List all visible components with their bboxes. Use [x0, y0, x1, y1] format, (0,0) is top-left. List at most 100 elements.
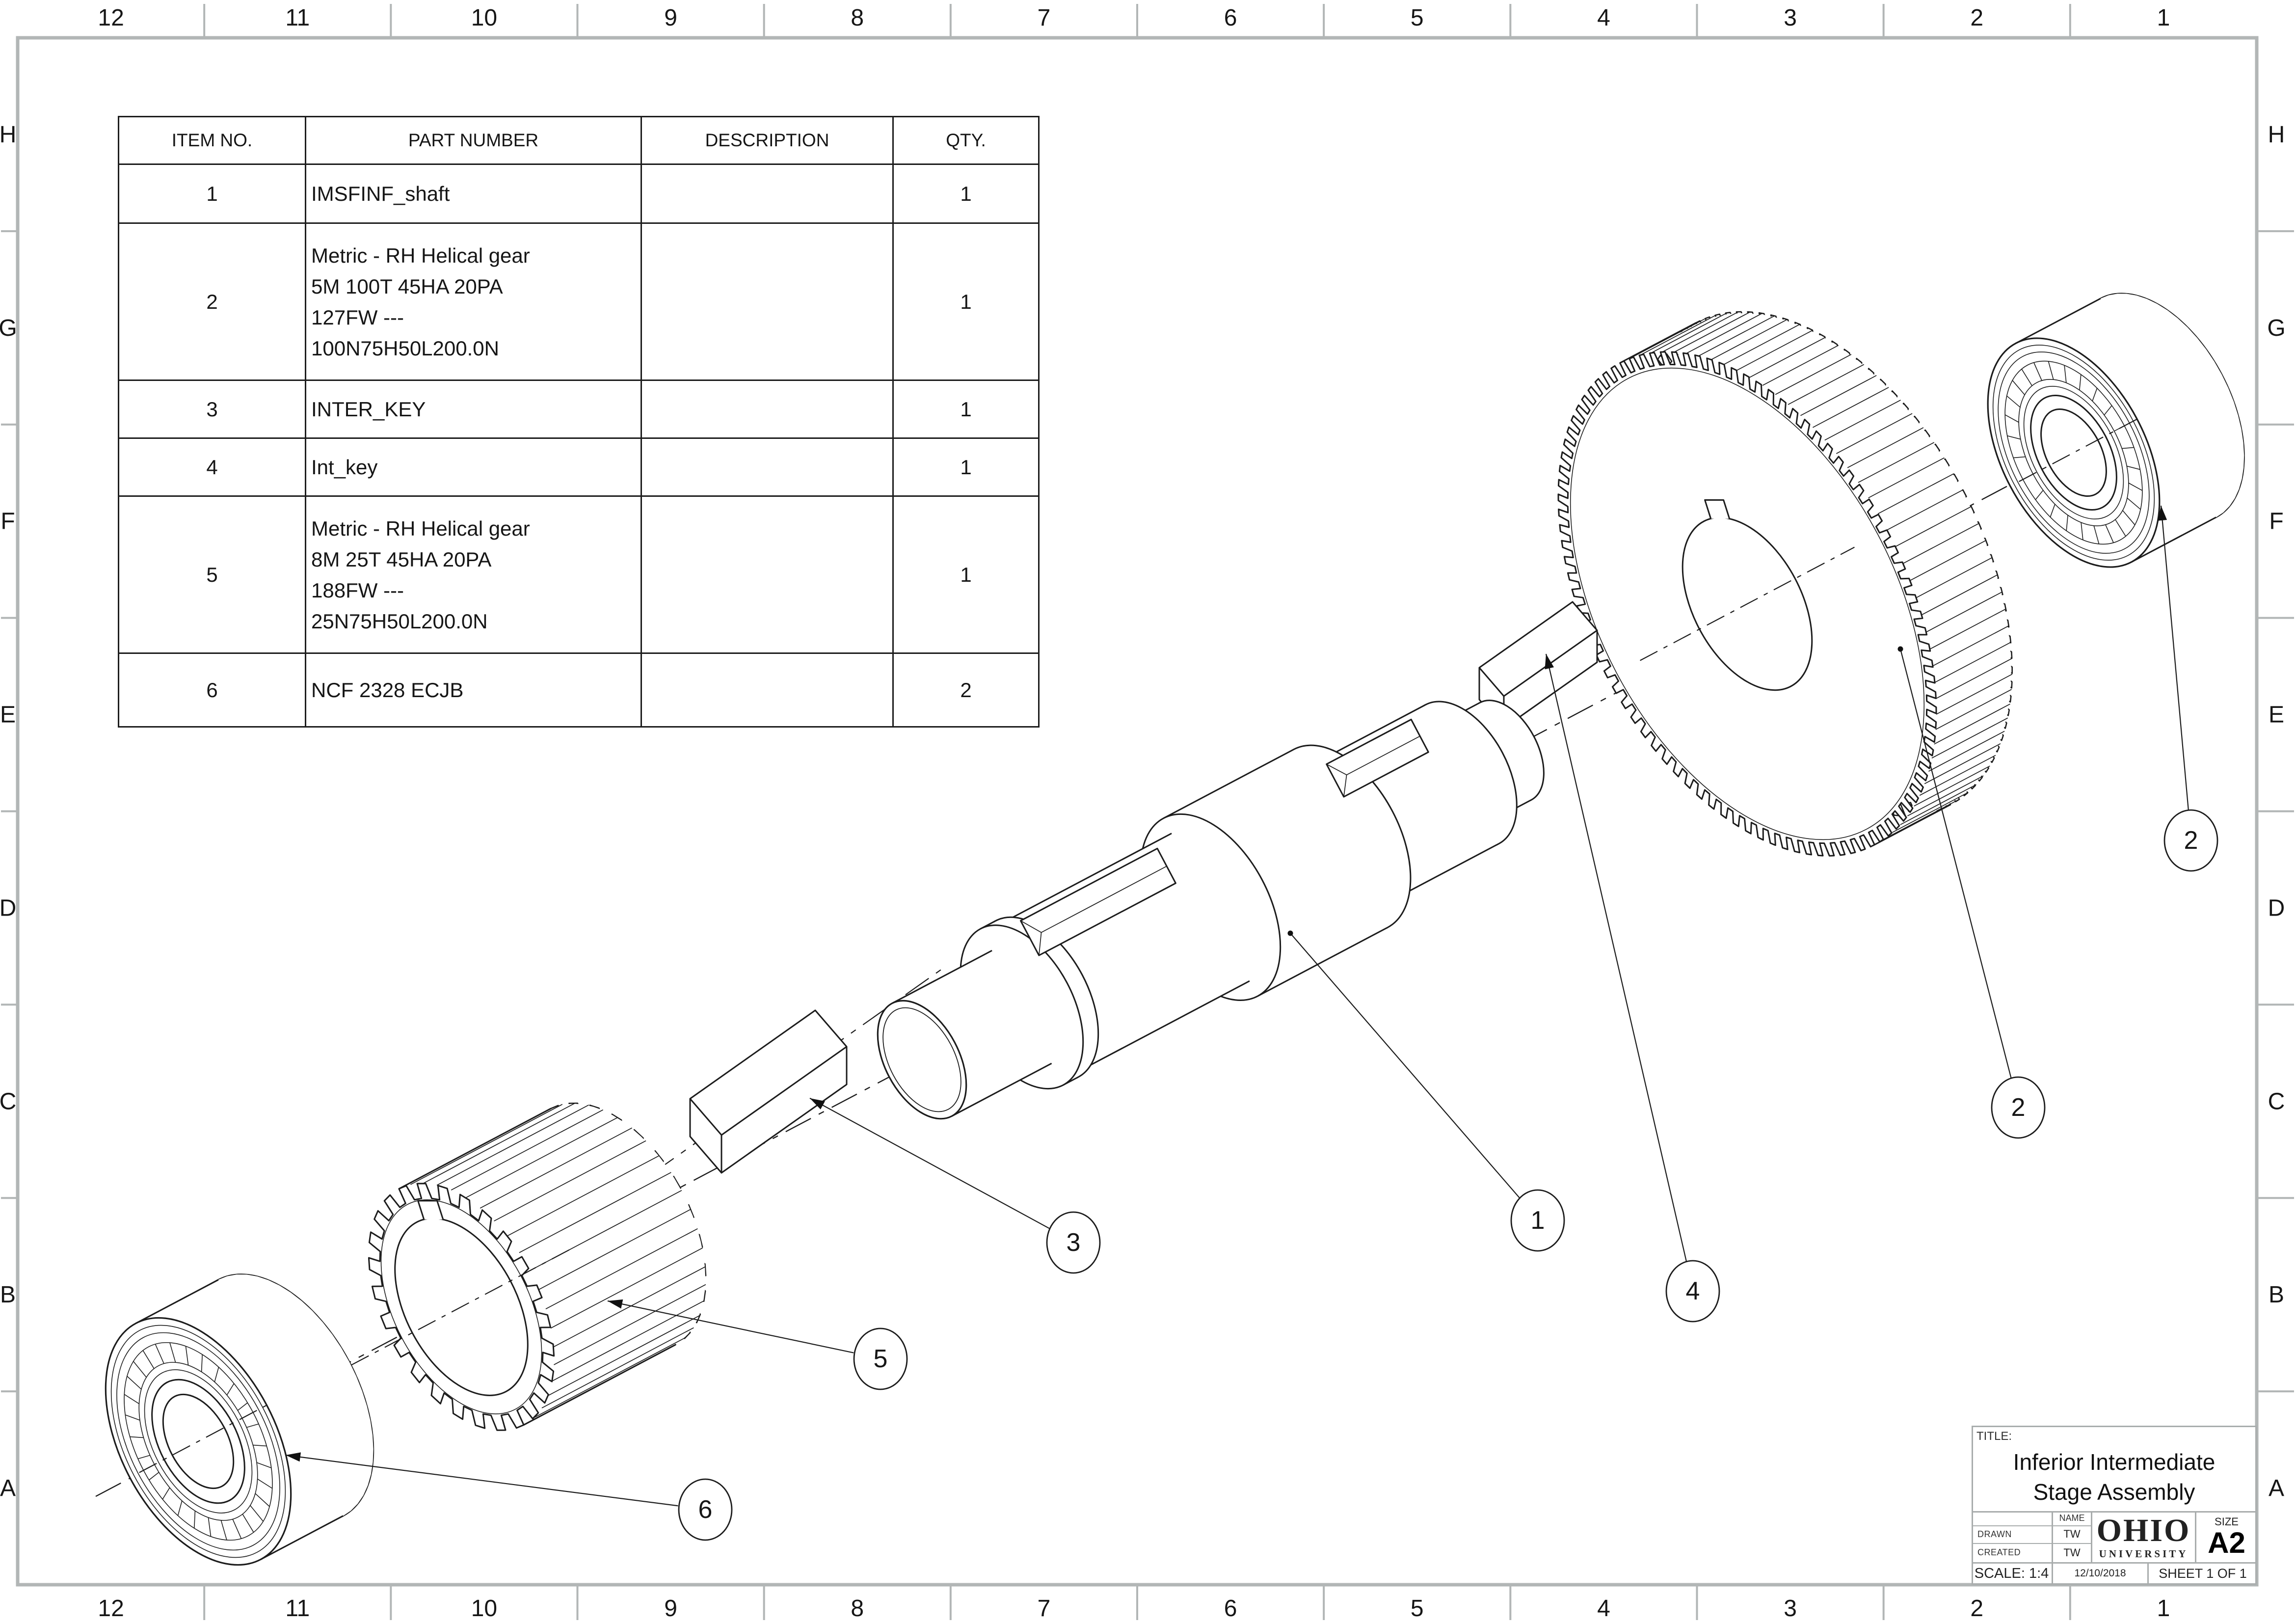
- sheet-number: SHEET 1 OF 1: [2159, 1566, 2247, 1581]
- zone-column-label: 11: [285, 5, 310, 31]
- bom-cell-item: 1: [118, 163, 306, 224]
- drawn-label: DRAWN: [1977, 1529, 2012, 1539]
- bom-cell-qty: 1: [892, 437, 1040, 497]
- name-column-header: NAME: [2059, 1513, 2085, 1523]
- bom-cell-desc: [641, 222, 894, 381]
- bom-cell-qty: 1: [892, 495, 1040, 654]
- size-label: SIZE: [2215, 1516, 2239, 1528]
- bom-cell-part: INTER_KEY: [305, 379, 642, 439]
- ohio-university-logo: OHIO UNIVERSITY: [2092, 1511, 2195, 1562]
- title-label: TITLE:: [1976, 1430, 2012, 1443]
- sheet-frame: [1, 4, 2294, 1620]
- bom-cell-part: NCF 2328 ECJB: [305, 652, 642, 728]
- zone-row-label: F: [2269, 509, 2283, 535]
- balloon-number: 3: [1067, 1228, 1081, 1257]
- bom-cell-item: 6: [118, 652, 306, 728]
- zone-row-label: G: [0, 315, 17, 341]
- zone-column-label: 7: [1038, 1596, 1051, 1622]
- bom-cell-desc: [641, 379, 894, 439]
- zone-row-label: C: [2268, 1088, 2285, 1114]
- zone-row-label: E: [0, 702, 16, 728]
- key-inter: [689, 1009, 848, 1174]
- balloon-number: 5: [874, 1345, 888, 1373]
- logo-ohio-text: OHIO: [2096, 1512, 2191, 1548]
- zone-column-label: 9: [664, 5, 677, 31]
- bom-cell-qty: 1: [892, 379, 1040, 439]
- zone-column-label: 1: [2157, 5, 2170, 31]
- date-value: 12/10/2018: [2074, 1568, 2126, 1579]
- drawing-title: Inferior Intermediate Stage Assembly: [2013, 1449, 2216, 1505]
- helical-gear-25t: [351, 1102, 707, 1431]
- zone-column-label: 3: [1784, 1596, 1797, 1622]
- zone-row-label: D: [0, 895, 16, 921]
- zone-column-label: 5: [1411, 1596, 1424, 1622]
- bom-cell-desc: [641, 437, 894, 497]
- zone-row-label: F: [0, 509, 15, 535]
- bom-cell-item: 4: [118, 437, 306, 497]
- balloon-leaders: [285, 505, 2189, 1507]
- bom-cell-qty: 2: [892, 652, 1040, 728]
- zone-row-label: B: [0, 1282, 16, 1308]
- zone-row-label: A: [2269, 1475, 2284, 1501]
- zone-column-label: 12: [98, 5, 124, 31]
- zone-column-label: 7: [1038, 5, 1051, 31]
- created-name: TW: [2063, 1546, 2081, 1559]
- balloon-number: 2: [2011, 1093, 2026, 1122]
- zone-column-label: 10: [471, 5, 497, 31]
- zone-column-label: 8: [851, 5, 864, 31]
- balloon-1: 1: [1510, 1189, 1565, 1252]
- bom-header-qty: QTY.: [892, 116, 1040, 165]
- created-label: CREATED: [1977, 1547, 2021, 1557]
- zone-column-label: 2: [1970, 5, 1983, 31]
- balloon-number: 1: [1531, 1206, 1545, 1235]
- zone-row-label: H: [0, 122, 16, 148]
- zone-row-label: E: [2269, 702, 2284, 728]
- zone-column-label: 12: [98, 1596, 124, 1622]
- bom-header-part: PART NUMBER: [305, 116, 642, 165]
- bom-cell-desc: [641, 495, 894, 654]
- logo-university-text: UNIVERSITY: [2099, 1547, 2189, 1560]
- bom-cell-item: 3: [118, 379, 306, 439]
- zone-row-label: H: [2268, 122, 2285, 148]
- balloon-number: 2: [2184, 826, 2198, 855]
- zone-row-label: A: [0, 1475, 16, 1501]
- bearing-left: [105, 1273, 374, 1566]
- bom-cell-desc: [641, 652, 894, 728]
- bom-cell-qty: 1: [892, 222, 1040, 381]
- zone-column-label: 1: [2157, 1596, 2170, 1622]
- zone-column-label: 6: [1224, 1596, 1237, 1622]
- bom-header-description: DESCRIPTION: [641, 116, 894, 165]
- drawn-name: TW: [2063, 1528, 2081, 1540]
- bearing-right: [1987, 293, 2245, 568]
- bom-header-row: ITEM NO. PART NUMBER DESCRIPTION QTY.: [118, 116, 1040, 165]
- zone-row-label: B: [2269, 1282, 2284, 1308]
- zone-column-label: 9: [664, 1596, 677, 1622]
- bom-cell-part: Int_key: [305, 437, 642, 497]
- balloon-number: 6: [698, 1495, 713, 1524]
- zone-column-label: 8: [851, 1596, 864, 1622]
- zone-column-label: 4: [1597, 1596, 1610, 1622]
- zone-column-label: 4: [1597, 5, 1610, 31]
- zone-row-label: G: [2267, 315, 2285, 341]
- bom-cell-part: IMSFINF_shaft: [305, 163, 642, 224]
- shaft: [877, 700, 1545, 1120]
- size-value: A2: [2208, 1526, 2245, 1559]
- zone-column-label: 6: [1224, 5, 1237, 31]
- zone-column-label: 5: [1411, 5, 1424, 31]
- zone-column-label: 11: [285, 1596, 310, 1622]
- bom-cell-part: Metric - RH Helical gear 8M 25T 45HA 20P…: [305, 495, 642, 654]
- balloon-2: 2: [1991, 1076, 2046, 1139]
- balloon-4: 4: [1665, 1260, 1720, 1323]
- zone-row-label: C: [0, 1088, 16, 1114]
- balloon-5: 5: [853, 1327, 908, 1390]
- balloon-3: 3: [1046, 1211, 1101, 1274]
- title-block: TITLE: Inferior Intermediate Stage Assem…: [1972, 1426, 2257, 1585]
